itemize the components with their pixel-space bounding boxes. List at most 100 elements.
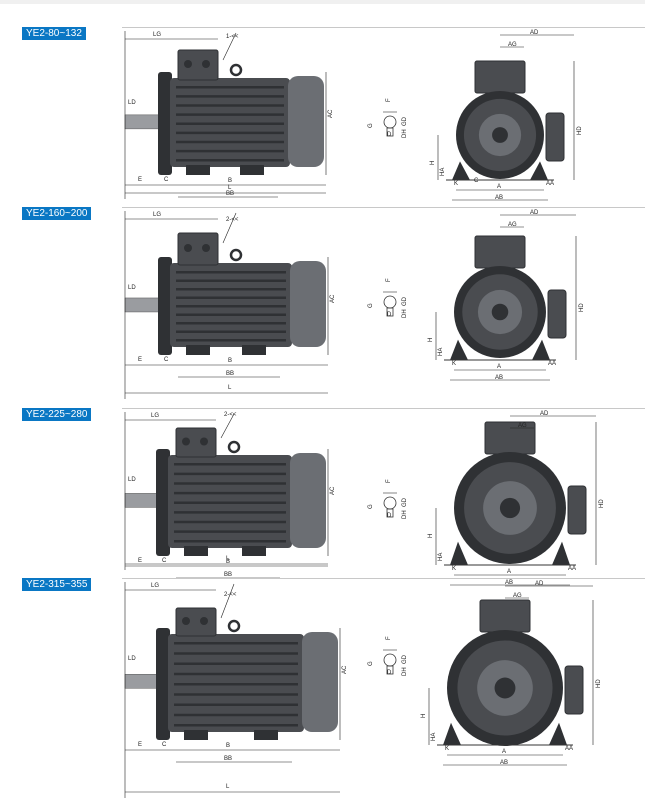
dimension-label: DH [402,309,408,318]
section-divider [122,578,645,579]
motor-drawing [124,582,594,798]
dimension-label: AD [530,210,539,216]
dimension-label: H [428,337,434,342]
dimension-label: GD [402,498,408,507]
model-badge: YE2-225~280 [22,408,92,421]
side-view-motor [124,607,338,740]
dimension-label: AA [565,746,574,752]
dimension-label: K [445,746,450,752]
dimension-label: K [452,361,457,367]
dimension-label: A [507,569,512,575]
dimension-label: HD [579,303,585,312]
dimension-label: G [368,123,374,128]
dimension-label: B [228,178,233,184]
dimension-label: DH [402,129,408,138]
dimension-label: G [368,504,374,509]
dimension-label: B [226,743,231,749]
dimension-label: B [226,559,231,565]
dimension-label: F [386,479,392,483]
dimension-label: BB [224,572,233,578]
dimension-label: HA [431,732,437,741]
dimension-label: GD [402,117,408,126]
dimension-label: E [138,177,143,183]
dimension-label: A [497,364,502,370]
dimension-label: HD [577,126,583,135]
dimension-label: AD [540,411,549,417]
dimension-label: C [164,357,169,363]
section-divider [122,207,645,208]
dimension-label: E [138,558,143,564]
shaft-section [383,111,397,137]
dimension-label: H [421,713,427,718]
dimension-label: AC [342,665,348,674]
shaft-section [383,291,397,317]
motor-drawing [124,31,575,201]
dimension-label: LD [128,656,136,662]
dimension-label: L [228,385,232,391]
dimension-label: G [368,303,374,308]
model-badge: YE2-80~132 [22,27,86,40]
motor-drawing [124,211,577,399]
dimension-label: G [368,661,374,666]
dimension-label: AB [495,375,504,381]
dimension-label: D [387,132,392,138]
dimension-label: AG [508,42,517,48]
dimension-label: F [386,636,392,640]
dimension-label: LD [128,477,136,483]
dimension-label: BB [224,756,233,762]
dimension-label: F [386,278,392,282]
dimension-label: F [386,98,392,102]
dimension-label: AC [330,486,336,495]
dimension-label: AA [568,566,577,572]
front-view-motor [437,599,584,746]
dimension-label: 2-<< [224,592,237,598]
front-view-motor [444,235,567,361]
dimension-label: AG [513,593,522,599]
front-view-motor [444,421,587,566]
dimension-label: BB [226,371,235,377]
side-view-motor [124,49,324,175]
model-badge: YE2-315~355 [22,578,92,591]
dimension-label: AB [495,195,504,201]
section-divider [122,27,645,28]
dimension-label: AD [535,581,544,587]
dimension-label: C [164,177,169,183]
dimension-label: AD [530,30,539,36]
dimension-label: B [228,358,233,364]
dimension-label: AC [328,109,334,118]
motor-drawing [124,412,597,586]
dimension-label: BB [226,191,235,197]
dimension-label: DH [402,510,408,519]
top-divider [0,0,645,4]
dimension-label: 1-<< [226,34,239,40]
shaft-section [383,649,397,675]
dimension-label: AG [508,222,517,228]
dimension-label: H [430,160,436,165]
dimension-label: HD [596,679,602,688]
dimension-label: HA [440,167,446,176]
front-view-motor [446,60,565,181]
dimension-label: LG [153,212,162,218]
dimension-label: LD [128,285,136,291]
dimension-label: 2-<< [224,412,237,418]
dimension-label: AA [546,181,555,187]
section-divider [122,408,645,409]
dimension-label: AB [505,580,514,586]
dimension-label: LG [153,32,162,38]
dimension-label: D [387,513,392,519]
dimension-label: HA [438,552,444,561]
side-view-motor [124,427,326,556]
dimension-label: AG [518,423,527,429]
dimension-label: 2-<< [226,217,239,223]
dimension-label: HA [438,347,444,356]
dimension-label: A [497,184,502,190]
dimension-label: LG [151,413,160,419]
dimension-label: C [162,558,167,564]
dimension-label: HD [599,499,605,508]
dimension-label: AB [500,760,509,766]
dimension-label: AC [330,294,336,303]
side-view-motor [124,232,326,355]
dimension-label: C [162,742,167,748]
